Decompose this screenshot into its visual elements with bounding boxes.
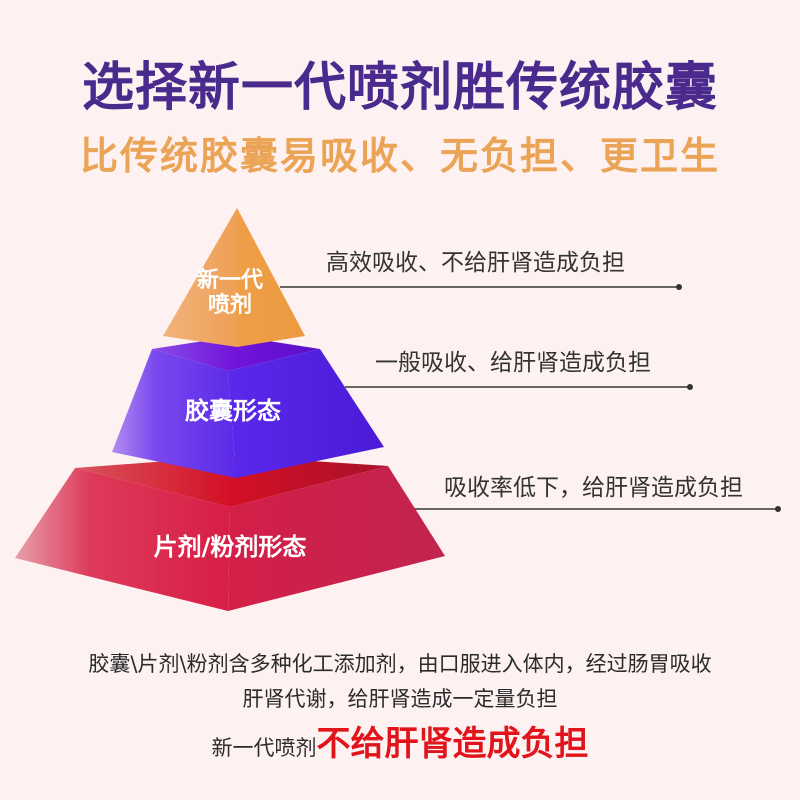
- footer-line-3-prefix: 新一代喷剂: [211, 736, 317, 760]
- footer-line-3: 新一代喷剂不给肝肾造成负担: [0, 716, 800, 765]
- connector-dots: [676, 284, 781, 512]
- tier-middle-description: 一般吸收、给肝肾造成负担: [375, 350, 651, 376]
- footer-line-1: 胶囊\片剂\粉剂含多种化工添加剂，由口服进入体内，经过肠胃吸收: [88, 652, 712, 676]
- tier-top-description: 高效吸收、不给肝肾造成负担: [326, 250, 625, 276]
- tier-top-label-line1: 新一代: [196, 268, 263, 293]
- tier-top-shape: [163, 208, 305, 347]
- page-subtitle: 比传统胶囊易吸收、无负担、更卫生: [79, 134, 720, 178]
- connector-lines: [280, 286, 778, 510]
- tier-bottom-shape: [15, 456, 445, 611]
- tier-middle-shape: [112, 336, 384, 478]
- tier-middle-label: 胶囊形态: [185, 397, 281, 425]
- page-title: 选择新一代喷剂胜传统胶囊: [81, 58, 718, 118]
- footer-line-2: 肝肾代谢，给肝肾造成一定量负担: [242, 687, 558, 711]
- tier-bottom-label: 片剂/粉剂形态: [153, 533, 307, 561]
- tier-top-label-line2: 喷剂: [207, 293, 252, 319]
- tier-top-label: 新一代 喷剂: [185, 268, 275, 319]
- footer-highlight: 不给肝肾造成负担: [316, 724, 589, 764]
- tier-bottom-description: 吸收率低下，给肝肾造成负担: [444, 475, 743, 501]
